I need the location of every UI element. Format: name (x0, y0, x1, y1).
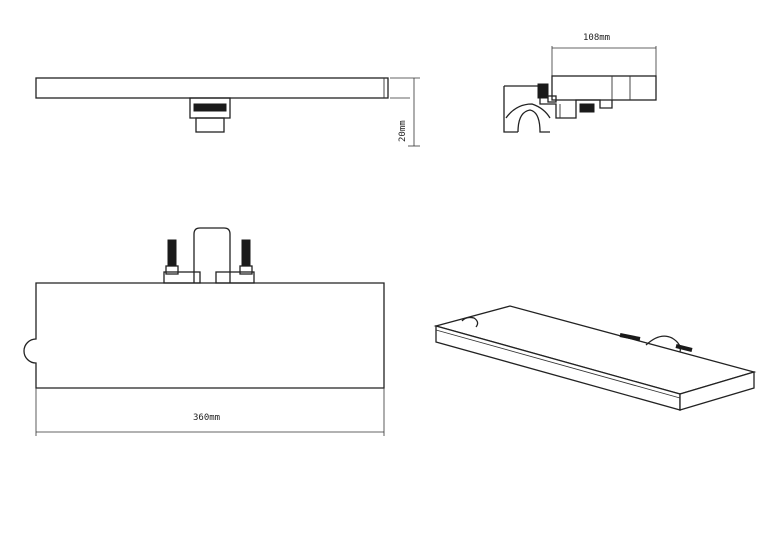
bracket-top (189, 97, 231, 133)
bracket-iso (619, 333, 693, 353)
shelf-iso-side (679, 371, 755, 411)
bracket-front (163, 227, 255, 284)
length-dimension: 360mm (35, 388, 385, 436)
shelf-end-section (551, 75, 657, 101)
top-view: 20mm (35, 77, 420, 147)
length-label: 360mm (193, 413, 220, 423)
front-view: 360mm (23, 227, 385, 436)
side-view: 108mm (503, 33, 657, 133)
depth-label: 108mm (583, 33, 610, 43)
thickness-label: 20mm (398, 120, 408, 142)
depth-dimension: 108mm (551, 33, 657, 76)
shelf-front-outline (23, 282, 385, 389)
shelf-top-outline (35, 77, 389, 99)
clamp-bracket (503, 83, 613, 133)
isometric-view (433, 305, 757, 411)
thickness-dimension: 20mm (390, 77, 420, 147)
shelf-iso-notch (461, 316, 479, 328)
